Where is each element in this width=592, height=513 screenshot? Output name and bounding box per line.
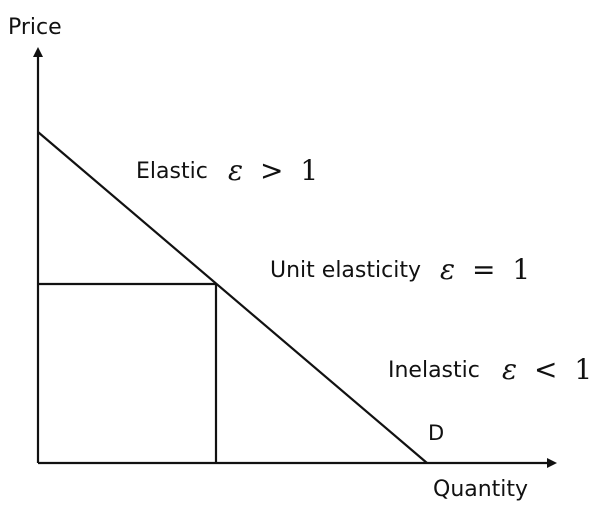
unit-symbol: ε [440,253,455,286]
demand-curve [37,131,428,464]
elastic-operator: > [260,154,283,187]
elastic-value: 1 [300,154,318,187]
unit-operator: = [472,253,495,286]
inelastic-value: 1 [574,353,592,386]
unit-elasticity-condition: ε = 1 [440,253,530,286]
inelastic-symbol: ε [502,353,517,386]
inelastic-label: Inelastic [388,358,480,383]
elastic-label: Elastic [136,159,208,184]
inelastic-operator: < [534,353,557,386]
x-axis-title: Quantity [433,477,528,502]
unit-elasticity-label: Unit elasticity [270,258,421,283]
unit-value: 1 [512,253,530,286]
inelastic-region-annotation: Inelastic ε < 1 [388,353,592,386]
demand-curve-label: D [428,421,444,445]
elastic-symbol: ε [228,154,243,187]
inelastic-condition: ε < 1 [502,353,592,386]
elastic-condition: ε > 1 [228,154,318,187]
unit-region-annotation: Unit elasticity ε = 1 [270,253,530,286]
y-axis-title: Price [8,15,62,40]
elastic-region-annotation: Elastic ε > 1 [136,154,318,187]
